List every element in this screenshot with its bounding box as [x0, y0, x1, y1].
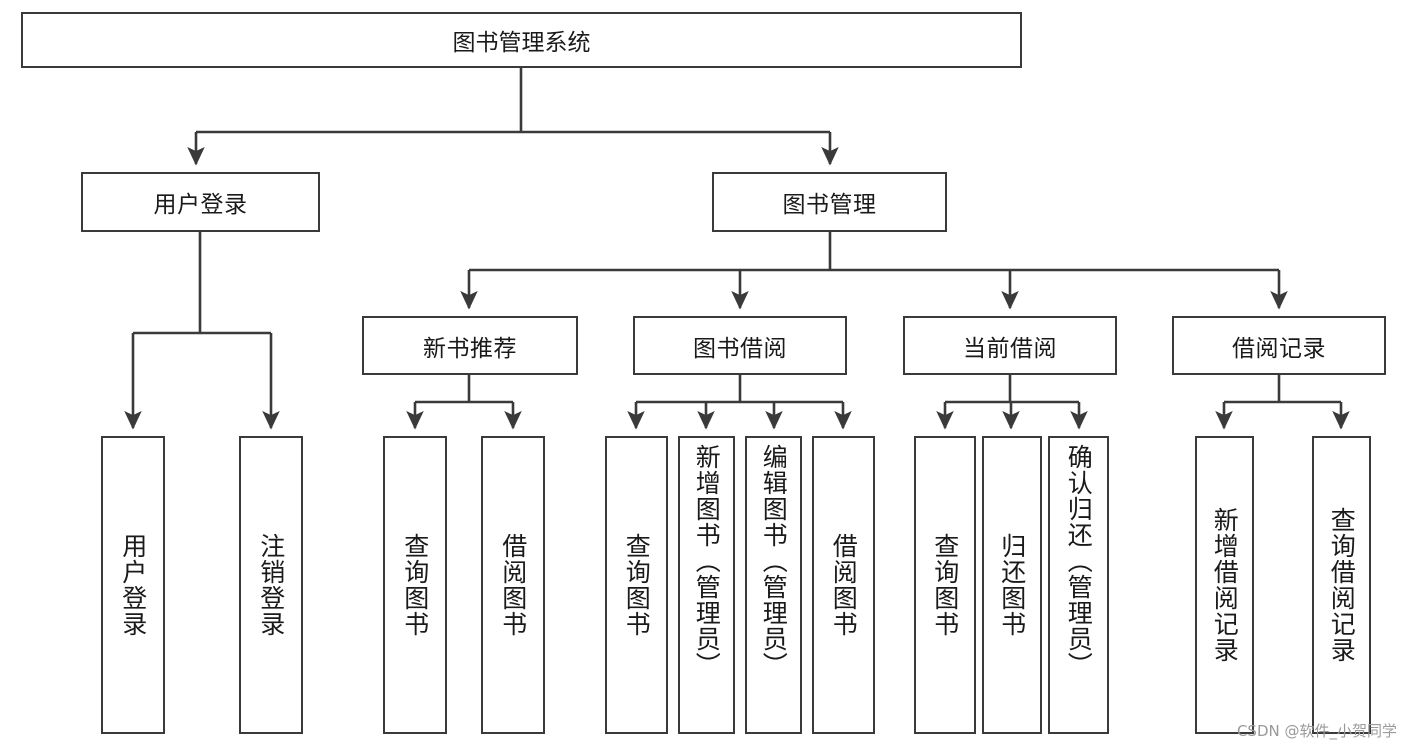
leaf-label: 归还图书 — [997, 533, 1027, 637]
leaf-label: 新增借阅记录 — [1210, 507, 1240, 663]
leaf-label: 查询图书 — [930, 533, 960, 637]
leaf-label: 新增图书（管理员） — [692, 444, 722, 678]
leaf-book-borrow-query[interactable]: 查询图书 — [605, 436, 668, 734]
leaf-book-borrow-borrow[interactable]: 借阅图书 — [812, 436, 875, 734]
node-root-label: 图书管理系统 — [452, 30, 591, 56]
leaf-label: 查询借阅记录 — [1327, 507, 1357, 663]
node-borrow-record-label: 借阅记录 — [1232, 335, 1326, 362]
leaf-book-borrow-edit-admin[interactable]: 编辑图书（管理员） — [745, 436, 802, 734]
leaf-label: 注销登录 — [256, 533, 286, 637]
node-new-book-recommend[interactable]: 新书推荐 — [362, 316, 578, 375]
node-book-borrow-label: 图书借阅 — [693, 335, 787, 362]
leaf-new-book-query[interactable]: 查询图书 — [383, 436, 447, 734]
leaf-current-borrow-return[interactable]: 归还图书 — [982, 436, 1042, 734]
leaf-book-borrow-add-admin[interactable]: 新增图书（管理员） — [678, 436, 735, 734]
node-root-system[interactable]: 图书管理系统 — [21, 12, 1022, 68]
node-book-borrow[interactable]: 图书借阅 — [633, 316, 847, 375]
leaf-label: 借阅图书 — [498, 533, 528, 637]
node-new-book-recommend-label: 新书推荐 — [423, 335, 517, 362]
node-book-manage[interactable]: 图书管理 — [712, 172, 947, 232]
leaf-current-borrow-query[interactable]: 查询图书 — [914, 436, 976, 734]
node-book-manage-label: 图书管理 — [782, 192, 877, 218]
node-borrow-record[interactable]: 借阅记录 — [1172, 316, 1386, 375]
leaf-new-book-borrow[interactable]: 借阅图书 — [481, 436, 545, 734]
leaf-label: 借阅图书 — [829, 533, 859, 637]
leaf-label: 用户登录 — [118, 533, 148, 637]
node-current-borrow-label: 当前借阅 — [963, 335, 1057, 362]
node-user-login[interactable]: 用户登录 — [81, 172, 320, 232]
leaf-current-borrow-confirm-admin[interactable]: 确认归还（管理员） — [1048, 436, 1109, 734]
node-current-borrow[interactable]: 当前借阅 — [903, 316, 1117, 375]
leaf-user-login-login[interactable]: 用户登录 — [101, 436, 165, 734]
leaf-borrow-record-add[interactable]: 新增借阅记录 — [1195, 436, 1254, 734]
leaf-label: 确认归还（管理员） — [1064, 444, 1094, 678]
leaf-label: 查询图书 — [400, 533, 430, 637]
node-user-login-label: 用户登录 — [153, 192, 248, 218]
leaf-label: 查询图书 — [622, 533, 652, 637]
leaf-borrow-record-query[interactable]: 查询借阅记录 — [1312, 436, 1371, 734]
leaf-label: 编辑图书（管理员） — [759, 444, 789, 678]
leaf-user-login-logout[interactable]: 注销登录 — [239, 436, 303, 734]
